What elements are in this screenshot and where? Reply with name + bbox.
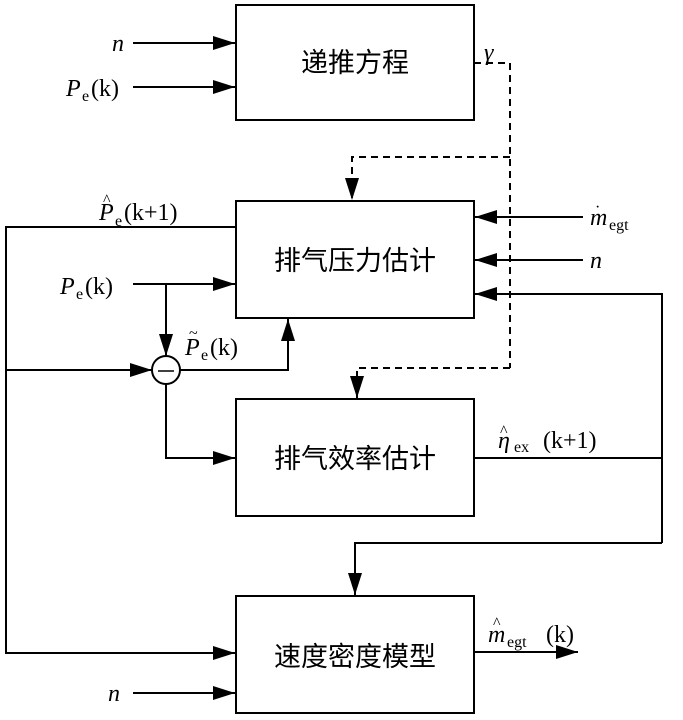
block-exhaust-pressure-estimation-rect	[235, 200, 475, 319]
label-pe-tilde-k: ~ P e (k)	[184, 325, 238, 364]
arrow-eta-to-speed-density	[348, 542, 662, 595]
arrow-pe-hat-to-speed-density	[5, 226, 236, 660]
block-exhaust-pressure-estimation-label: 排气压力估计	[274, 246, 436, 277]
block-exhaust-pressure-estimation: 排气压力估计	[235, 200, 475, 319]
svg-text:egt: egt	[507, 634, 527, 651]
summing-junction	[151, 355, 181, 385]
arrow-pe-tilde-to-pressure	[180, 319, 295, 371]
svg-text:e: e	[115, 213, 122, 230]
svg-text:e: e	[82, 88, 89, 105]
svg-text:^: ^	[500, 423, 508, 440]
block-speed-density-model-label: 速度密度模型	[274, 642, 436, 673]
dashed-gamma-to-efficiency	[350, 367, 510, 398]
svg-text:^: ^	[103, 192, 111, 209]
svg-text:~: ~	[189, 325, 198, 342]
svg-text:(k): (k)	[91, 76, 119, 102]
label-eta-hat-ex-k1: ^ η ex (k+1)	[498, 423, 597, 456]
svg-text:(k+1): (k+1)	[543, 428, 597, 454]
summing-junction-circle	[151, 355, 181, 385]
label-mdot-egt: · m egt	[590, 199, 629, 234]
block-speed-density-model-rect	[235, 595, 475, 714]
label-n-bottom: n	[108, 681, 120, 707]
svg-text:^: ^	[493, 615, 501, 632]
block-exhaust-efficiency-estimation-label: 排气效率估计	[274, 444, 436, 475]
svg-text:·: ·	[595, 199, 600, 216]
svg-text:e: e	[201, 347, 208, 364]
dashed-gamma-to-pressure	[345, 156, 510, 200]
block-recursive-equation: 递推方程	[235, 4, 475, 121]
svg-text:ex: ex	[514, 439, 529, 456]
block-recursive-equation-label: 递推方程	[301, 48, 409, 79]
label-mdot-hat-egt-k: ^ m egt (k)	[488, 615, 574, 651]
svg-text:(k): (k)	[210, 335, 238, 361]
svg-text:egt: egt	[609, 217, 629, 234]
label-n-top: n	[112, 31, 124, 57]
block-exhaust-efficiency-estimation: 排气效率估计	[235, 398, 475, 517]
svg-text:m: m	[488, 622, 505, 648]
block-recursive-equation-rect	[235, 4, 475, 121]
svg-text:P: P	[59, 274, 75, 300]
svg-text:(k+1): (k+1)	[124, 200, 178, 226]
svg-text:(k): (k)	[85, 274, 113, 300]
arrow-junction-to-efficiency	[165, 384, 235, 465]
block-exhaust-efficiency-estimation-rect	[235, 398, 475, 517]
label-pe-k-mid: P e (k)	[59, 274, 113, 303]
svg-text:e: e	[76, 286, 83, 303]
label-pe-k-top: P e (k)	[65, 76, 119, 105]
svg-text:(k): (k)	[546, 622, 574, 648]
label-n-right: n	[590, 248, 602, 274]
svg-text:m: m	[590, 205, 607, 231]
svg-text:P: P	[65, 76, 81, 102]
svg-text:η: η	[498, 428, 510, 454]
label-gamma: γ	[484, 40, 494, 66]
block-speed-density-model: 速度密度模型	[235, 595, 475, 714]
svg-text:P: P	[98, 200, 114, 226]
arrow-eta-to-pressure	[475, 287, 663, 543]
svg-text:P: P	[184, 335, 200, 361]
label-pe-hat-k1: ^ P e (k+1)	[98, 192, 178, 230]
dashed-gamma-main	[474, 62, 511, 368]
